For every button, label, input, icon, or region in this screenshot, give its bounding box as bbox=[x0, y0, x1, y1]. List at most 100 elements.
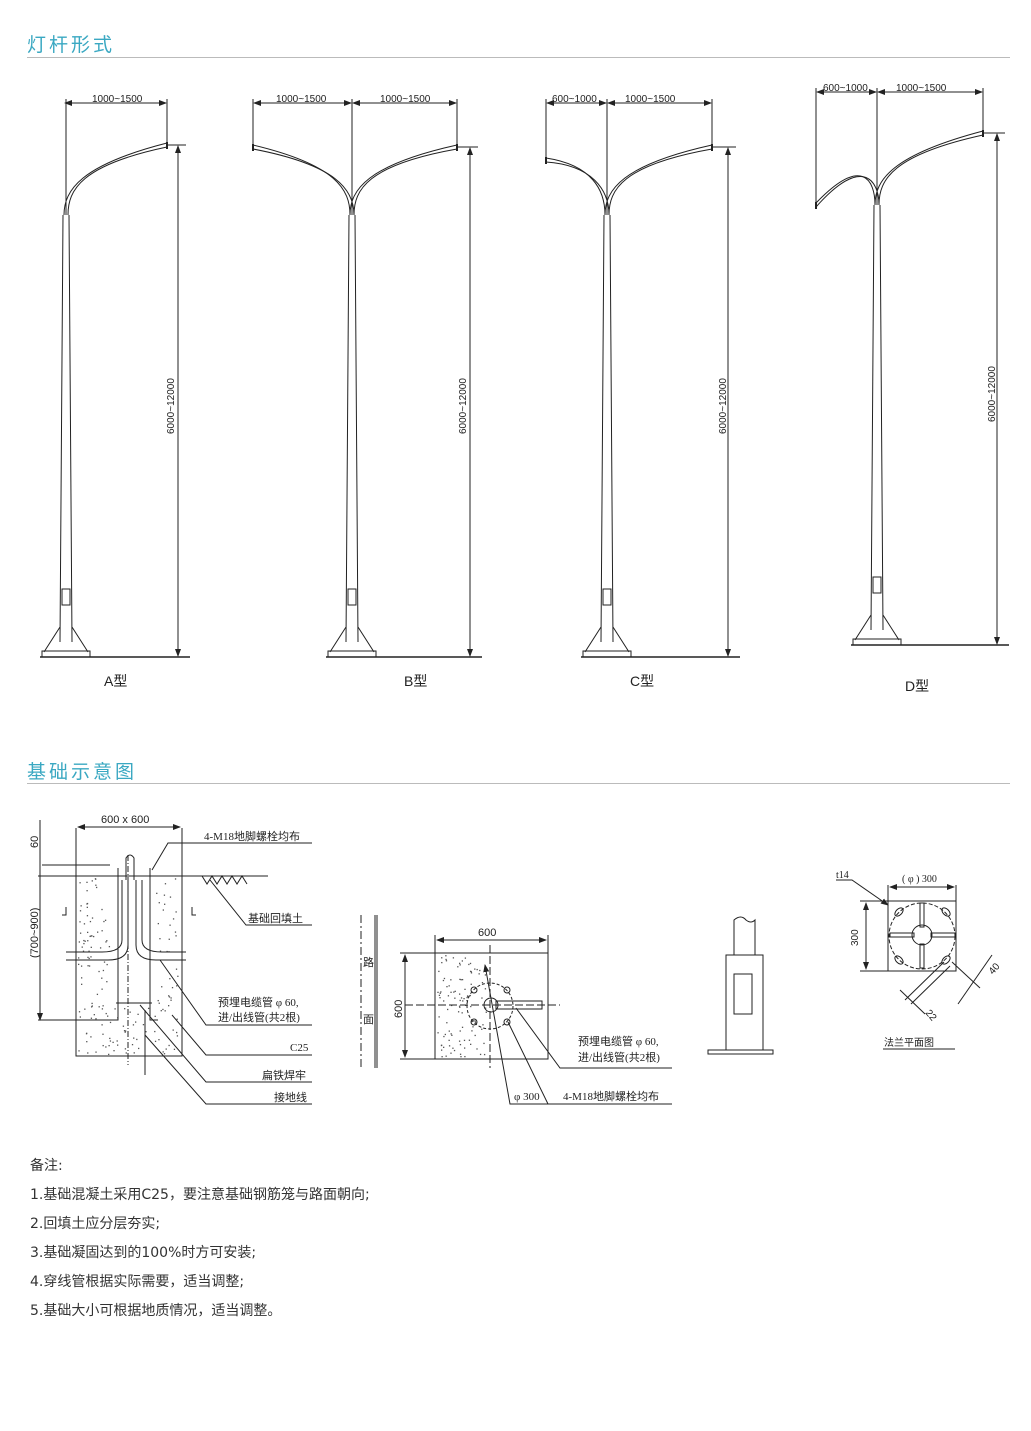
width-dim: 600 x 600 bbox=[101, 814, 149, 826]
concrete-speckle bbox=[81, 946, 83, 948]
concrete-speckle bbox=[481, 997, 483, 999]
concrete-speckle bbox=[124, 1030, 127, 1032]
concrete-speckle bbox=[87, 931, 89, 934]
concrete-speckle bbox=[160, 1010, 162, 1012]
concrete-speckle bbox=[98, 1006, 100, 1008]
concrete-speckle bbox=[445, 960, 448, 962]
width-dim: 600 bbox=[478, 927, 496, 939]
concrete-speckle bbox=[175, 935, 177, 937]
concrete-speckle bbox=[450, 1033, 452, 1035]
concrete-speckle bbox=[454, 997, 456, 999]
concrete-speckle bbox=[91, 1005, 93, 1007]
concrete-speckle bbox=[104, 919, 107, 921]
concrete-speckle bbox=[441, 1056, 443, 1058]
arm-dim: 1000~1500 bbox=[625, 94, 676, 105]
concrete-speckle bbox=[476, 1048, 478, 1050]
concrete-speckle bbox=[438, 970, 440, 973]
pole-arm bbox=[252, 144, 351, 216]
pole-gusset bbox=[329, 626, 375, 653]
access-door bbox=[347, 588, 357, 606]
concrete-speckle bbox=[103, 961, 106, 963]
concrete-speckle bbox=[78, 1050, 80, 1052]
concrete-speckle bbox=[109, 1040, 112, 1042]
concrete-speckle bbox=[483, 1042, 485, 1045]
concrete-speckle bbox=[79, 932, 82, 934]
concrete-speckle bbox=[102, 1033, 104, 1035]
concrete-speckle bbox=[93, 935, 95, 938]
concrete-speckle bbox=[448, 985, 450, 987]
access-door bbox=[61, 588, 71, 606]
concrete-speckle bbox=[95, 878, 97, 880]
pole-type-label: D型 bbox=[905, 678, 929, 694]
concrete-speckle bbox=[445, 958, 447, 961]
concrete-speckle bbox=[470, 972, 473, 974]
concrete-speckle bbox=[459, 1053, 462, 1055]
concrete-speckle bbox=[79, 1016, 82, 1018]
concrete-speckle bbox=[168, 996, 171, 998]
divider bbox=[27, 57, 1010, 58]
section-title-foundation: 基础示意图 bbox=[27, 761, 138, 783]
concrete-speckle bbox=[461, 960, 464, 962]
pole-arm bbox=[545, 157, 606, 216]
concrete-speckle bbox=[470, 1043, 472, 1045]
pole-arm bbox=[815, 176, 880, 208]
concrete-speckle bbox=[108, 1053, 110, 1056]
concrete-speckle bbox=[176, 1035, 179, 1037]
concrete-speckle bbox=[481, 981, 484, 984]
concrete-speckle bbox=[125, 1052, 127, 1054]
concrete-speckle bbox=[145, 1031, 147, 1033]
concrete-speckle bbox=[444, 1033, 446, 1036]
pole-shaft bbox=[600, 214, 614, 643]
concrete-speckle bbox=[468, 1039, 471, 1041]
arm-dim: 1000~1500 bbox=[380, 94, 431, 105]
concrete-speckle bbox=[169, 978, 171, 980]
concrete-speckle bbox=[471, 1020, 473, 1023]
concrete-speckle bbox=[79, 921, 81, 923]
concrete-speckle bbox=[164, 1010, 166, 1012]
concrete-speckle bbox=[469, 962, 472, 965]
concrete-speckle bbox=[142, 1023, 145, 1026]
concrete-speckle bbox=[113, 1050, 115, 1052]
note-item: 1.基础混凝土采用C25，要注意基础钢筋笼与路面朝向; bbox=[30, 1187, 370, 1203]
concrete-speckle bbox=[176, 1018, 178, 1020]
concrete-speckle bbox=[168, 995, 170, 997]
concrete-speckle bbox=[163, 894, 166, 896]
concrete-speckle bbox=[483, 1053, 486, 1056]
concrete-speckle bbox=[446, 1022, 448, 1024]
concrete-speckle bbox=[466, 1002, 468, 1005]
concrete-speckle bbox=[80, 977, 83, 979]
access-door bbox=[602, 588, 612, 606]
note-item: 3.基础凝固达到的100%时方可安装; bbox=[30, 1245, 257, 1261]
concrete-speckle bbox=[105, 1012, 107, 1015]
concrete-speckle bbox=[91, 917, 94, 919]
pole-base-drawing bbox=[707, 916, 774, 1055]
concrete-speckle bbox=[165, 1048, 167, 1050]
concrete-speckle bbox=[447, 1008, 449, 1011]
concrete-speckle bbox=[147, 1007, 150, 1010]
arm-dim: 600~1000 bbox=[823, 83, 868, 94]
concrete-speckle bbox=[171, 986, 174, 989]
concrete-speckle bbox=[174, 931, 177, 933]
concrete-speckle bbox=[175, 968, 178, 970]
pole-arm bbox=[608, 148, 713, 216]
concrete-speckle bbox=[459, 1006, 461, 1008]
concrete-speckle bbox=[168, 1005, 170, 1007]
concrete-speckle bbox=[460, 997, 463, 999]
concrete-speckle bbox=[443, 1000, 445, 1002]
concrete-speckle bbox=[101, 988, 103, 990]
concrete-speckle bbox=[474, 1034, 476, 1037]
concrete-speckle bbox=[98, 970, 100, 973]
concrete-speckle bbox=[463, 997, 465, 1000]
concrete-speckle bbox=[482, 1024, 484, 1026]
concrete-speckle bbox=[164, 903, 166, 905]
concrete-speckle bbox=[461, 978, 464, 981]
concrete-speckle bbox=[79, 910, 82, 912]
concrete-speckle bbox=[90, 946, 92, 948]
road-label: 面 bbox=[363, 1014, 374, 1026]
pole-gusset bbox=[584, 626, 630, 653]
concrete-speckle bbox=[440, 1044, 443, 1047]
concrete-speckle bbox=[463, 1039, 466, 1042]
concrete-speckle bbox=[105, 941, 107, 943]
concrete-speckle bbox=[109, 1021, 112, 1024]
concrete-speckle bbox=[437, 991, 439, 993]
